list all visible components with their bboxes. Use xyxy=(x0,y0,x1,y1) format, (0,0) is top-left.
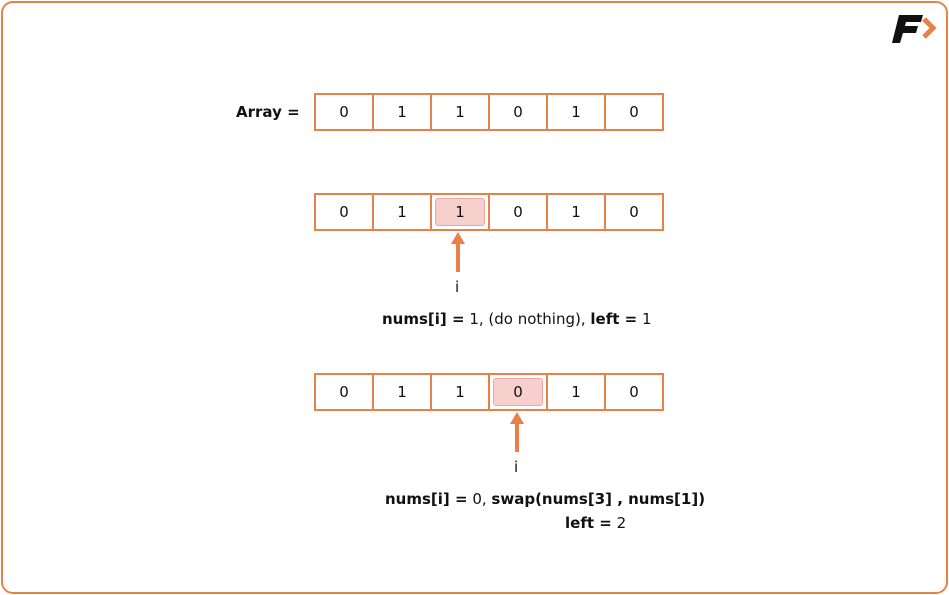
array-label: Array = xyxy=(236,103,300,121)
array-cell: 0 xyxy=(314,373,374,411)
step2-left-caption: left = 2 xyxy=(565,514,627,532)
pointer-arrow-icon xyxy=(510,412,524,452)
array-cell: 1 xyxy=(372,93,432,131)
array-cell: 1 xyxy=(430,373,490,411)
array-cell: 1 xyxy=(546,93,606,131)
array-cell: 0 xyxy=(314,93,374,131)
array-cell: 1 xyxy=(372,373,432,411)
pointer-arrow-icon xyxy=(451,232,465,272)
pointer-label: i xyxy=(514,458,519,476)
array-cell: 0 xyxy=(488,93,548,131)
step2-caption: nums[i] = 0, swap(nums[3] , nums[1]) xyxy=(385,490,706,508)
pointer-label: i xyxy=(455,278,460,296)
array-row-step1: 0 1 1 0 1 0 xyxy=(314,193,664,231)
array-cell: 1 xyxy=(430,93,490,131)
array-cell: 0 xyxy=(488,193,548,231)
brand-logo-icon xyxy=(892,15,937,43)
step1-caption: nums[i] = 1, (do nothing), left = 1 xyxy=(382,310,652,328)
highlighted-array-cell: 0 xyxy=(488,373,548,411)
highlighted-array-cell: 1 xyxy=(430,193,490,231)
array-cell: 0 xyxy=(604,373,664,411)
array-row-initial: 0 1 1 0 1 0 xyxy=(314,93,664,131)
array-row-step2: 0 1 1 0 1 0 xyxy=(314,373,664,411)
array-cell: 1 xyxy=(372,193,432,231)
array-cell: 0 xyxy=(604,193,664,231)
array-cell: 0 xyxy=(604,93,664,131)
array-cell: 1 xyxy=(546,373,606,411)
array-cell: 1 xyxy=(546,193,606,231)
array-cell: 0 xyxy=(314,193,374,231)
